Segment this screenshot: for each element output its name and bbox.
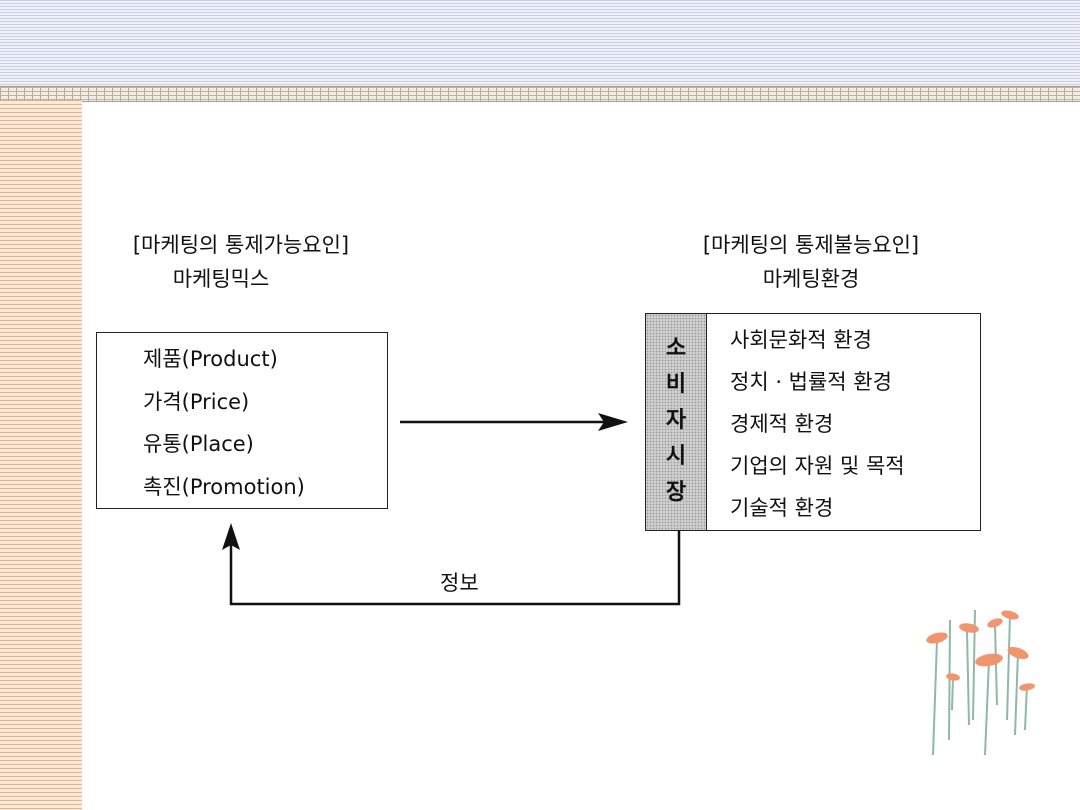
consumer-market-char: 장 [665, 480, 687, 505]
env-item-sociocultural: 사회문화적 환경 [730, 328, 872, 352]
env-item-economic: 경제적 환경 [730, 412, 834, 436]
left-stripe-band [0, 100, 82, 810]
consumer-market-char: 소 [665, 336, 687, 361]
right-group-title: [마케팅의 통제불능요인] 마케팅환경 [670, 228, 952, 296]
marketing-mix-box: 제품(Product) 가격(Price) 유통(Place) 촉진(Promo… [96, 332, 388, 509]
left-title-line1: [마케팅의 통제가능요인] [132, 233, 350, 257]
header-stripe-band [0, 0, 1080, 86]
marketing-environment-box: 소 비 자 시 장 사회문화적 환경 정치 · 법률적 환경 경제적 환경 기업… [645, 313, 981, 531]
consumer-market-column: 소 비 자 시 장 [646, 314, 707, 530]
right-title-line1: [마케팅의 통제불능요인] [702, 233, 920, 257]
right-title-line2: 마케팅환경 [762, 267, 860, 291]
forward-arrow [400, 413, 628, 431]
mix-item-product: 제품(Product) [143, 347, 278, 371]
consumer-market-char: 자 [665, 408, 687, 433]
feedback-label: 정보 [440, 571, 479, 595]
flower-decoration [926, 609, 1035, 756]
left-title-line2: 마케팅믹스 [172, 267, 270, 291]
mix-item-promotion: 촉진(Promotion) [143, 475, 305, 499]
mix-item-place: 유통(Place) [143, 432, 254, 456]
header-border-strip [0, 86, 1080, 102]
mix-item-price: 가격(Price) [143, 390, 250, 414]
left-group-title: [마케팅의 통제가능요인] 마케팅믹스 [100, 228, 382, 296]
consumer-market-char: 비 [665, 372, 687, 397]
env-item-resources-objectives: 기업의 자원 및 목적 [730, 454, 905, 478]
consumer-market-char: 시 [665, 444, 687, 469]
env-item-political-legal: 정치 · 법률적 환경 [730, 370, 892, 394]
env-item-technological: 기술적 환경 [730, 496, 834, 520]
feedback-arrow [222, 523, 681, 606]
